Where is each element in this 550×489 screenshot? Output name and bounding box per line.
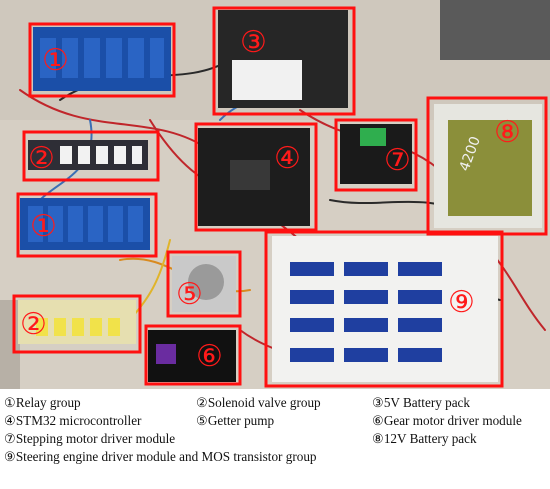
legend-item-solenoid-valve-group: ②Solenoid valve group xyxy=(196,395,321,410)
legend-item-steering-engine-mos: ⑨Steering engine driver module and MOS t… xyxy=(4,449,317,464)
label-2-lower: ② xyxy=(20,307,47,342)
label-8: ⑧ xyxy=(494,115,521,150)
box-relay-group-top xyxy=(28,22,176,98)
legend: ①Relay group ②Solenoid valve group ③5V B… xyxy=(0,389,550,489)
box-12v-battery xyxy=(426,96,548,236)
box-relay-group-lower xyxy=(16,192,158,258)
legend-item-5v-battery-pack: ③5V Battery pack xyxy=(372,395,471,410)
box-5v-battery xyxy=(212,6,356,116)
box-stepping-driver xyxy=(334,118,418,192)
label-1-top: ① xyxy=(42,43,69,78)
legend-item-getter-pump: ⑤Getter pump xyxy=(196,413,275,428)
label-6: ⑥ xyxy=(196,339,223,374)
label-4: ④ xyxy=(274,141,301,176)
label-2-upper: ② xyxy=(28,141,55,176)
box-solenoid-lower xyxy=(12,294,142,354)
legend-item-12v-battery-pack: ⑧12V Battery pack xyxy=(372,431,477,446)
legend-item-gear-motor-driver: ⑥Gear motor driver module xyxy=(372,413,522,428)
legend-item-stm32: ④STM32 microcontroller xyxy=(4,413,142,428)
legend-item-stepping-motor-driver: ⑦Stepping motor driver module xyxy=(4,431,176,446)
photo-scene: 4200 xyxy=(0,0,550,389)
label-9: ⑨ xyxy=(448,285,475,320)
label-7: ⑦ xyxy=(384,143,411,178)
box-stm32 xyxy=(194,122,318,232)
box-gear-motor-driver xyxy=(144,324,242,386)
legend-item-relay-group: ①Relay group xyxy=(4,395,81,410)
label-3: ③ xyxy=(240,25,267,60)
label-1-lower: ① xyxy=(30,209,57,244)
box-getter-pump xyxy=(166,250,242,318)
box-solenoid-upper xyxy=(22,130,160,182)
hardware-photo: 4200 xyxy=(0,0,550,389)
box-steering-mos xyxy=(264,230,504,388)
label-5: ⑤ xyxy=(176,277,203,312)
